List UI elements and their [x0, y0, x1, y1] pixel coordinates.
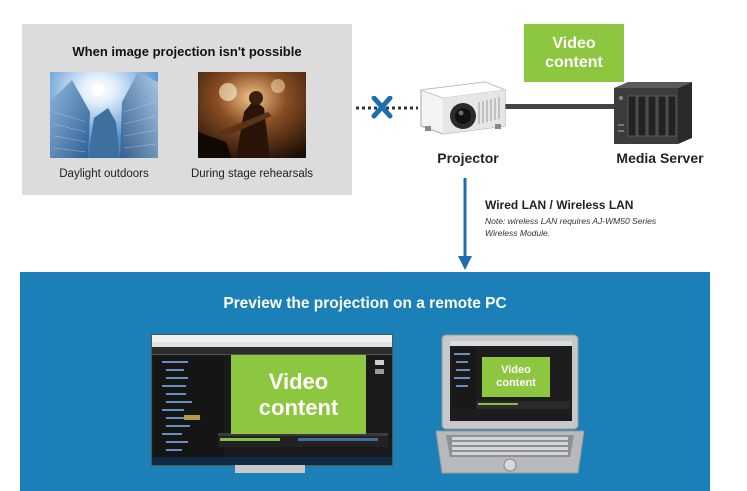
blocked-x-icon — [371, 96, 393, 119]
monitor-video-line2: content — [258, 394, 339, 420]
connection-note-line2: Wireless Module. — [485, 228, 551, 238]
window-tabbar — [152, 347, 392, 355]
window-menubar — [152, 342, 392, 347]
connection-title: Wired LAN / Wireless LAN — [485, 198, 634, 212]
stage-rehearsal-photo — [198, 72, 306, 158]
projector-label: Projector — [437, 150, 499, 166]
media-server-icon — [614, 82, 692, 144]
window-taskbar — [152, 457, 392, 465]
status-table — [218, 433, 388, 447]
projector-icon — [420, 81, 507, 135]
laptop-video-line1: Video — [501, 364, 531, 376]
device-tree — [154, 357, 224, 457]
projector-server-cable — [486, 104, 616, 109]
monitor-stand — [235, 465, 305, 473]
connection-note-line1: Note: wireless LAN requires AJ-WM50 Seri… — [485, 216, 657, 226]
window-titlebar — [152, 335, 392, 342]
stage-rehearsal-caption: During stage rehearsals — [190, 168, 314, 180]
unavailable-projection-panel: When image projection isn't possible — [22, 24, 352, 195]
laptop-icon — [436, 334, 585, 474]
video-content-line2: content — [545, 54, 603, 71]
video-content-line1: Video — [552, 35, 596, 52]
preview-title: Preview the projection on a remote PC — [223, 295, 507, 312]
laptop-video-content: Video content — [482, 357, 550, 397]
monitor-video-content: Video content — [231, 355, 366, 434]
monitor-video-line1: Video — [268, 368, 329, 394]
daylight-outdoors-caption: Daylight outdoors — [59, 168, 149, 180]
laptop-video-line2: content — [496, 377, 536, 389]
down-arrow — [458, 178, 472, 270]
connection-note: Note: wireless LAN requires AJ-WM50 Seri… — [485, 215, 685, 239]
daylight-outdoors-photo — [50, 72, 158, 158]
side-controls — [374, 359, 386, 379]
video-content-box: Video content — [524, 24, 624, 82]
panel-title: When image projection isn't possible — [72, 44, 302, 59]
media-server-label: Media Server — [616, 150, 704, 166]
blocked-connection — [356, 96, 418, 119]
